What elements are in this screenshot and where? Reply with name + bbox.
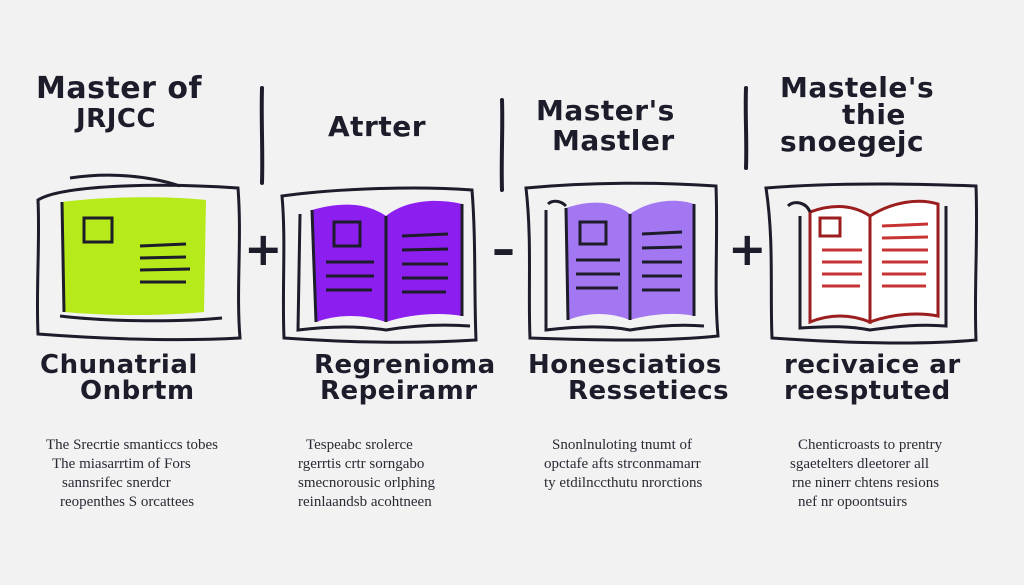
panel-3-title: Master's Mastler xyxy=(536,94,675,157)
operator-minus: – xyxy=(492,222,515,276)
panel-4-subtitle: recivaice ar reesptuted xyxy=(784,350,961,406)
panel-4-caption: Chenticroasts to prentry sgaetelters dle… xyxy=(790,437,943,510)
divider-2 xyxy=(499,98,505,192)
panel-1-title: Master of JRJCC xyxy=(36,71,203,135)
divider-1 xyxy=(259,86,265,185)
divider-3 xyxy=(743,86,749,170)
operator-plus-1: + xyxy=(244,222,283,276)
operator-plus-2: + xyxy=(728,222,767,276)
panel-2-subtitle: Regrenioma Repeiramr xyxy=(314,350,496,406)
panel-2-caption: Tespeabc srolerce rgerrtis crtr sorngabo… xyxy=(298,437,436,510)
panel-1-caption: The Srecrtie smanticcs tobes The miasarr… xyxy=(46,437,219,510)
panel-3-subtitle: Honesciatios Ressetiecs xyxy=(528,350,730,406)
panel-4-title: Mastele's thie snoegejc xyxy=(780,71,935,158)
panel-2-title: Atrter xyxy=(328,110,427,143)
panel-1-subtitle: Chunatrial Onbrtm xyxy=(40,350,198,406)
panel-3-caption: Snonlnuloting tnumt of opctafe afts strc… xyxy=(544,437,703,491)
